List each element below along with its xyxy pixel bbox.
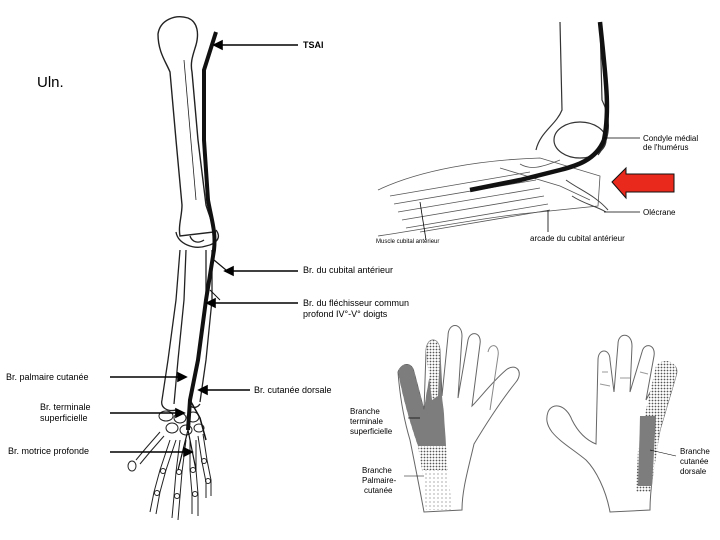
label-branche-palmaire-line2: Palmaire- — [362, 476, 397, 485]
label-branche-dorsale-line2: cutanée — [680, 457, 709, 466]
label-branche-palmaire-line1: Branche — [362, 466, 392, 475]
palm-hand-shading — [398, 340, 452, 510]
label-branche-terminale-line1: Branche — [350, 407, 380, 416]
label-condyle-line1: Condyle médial — [643, 134, 699, 143]
hand-leader-lines — [404, 417, 677, 477]
label-olecrane: Olécrane — [643, 208, 676, 217]
leader-lines — [110, 39, 298, 458]
label-branche-dorsale-line1: Branche — [680, 447, 710, 456]
dorsal-hand — [546, 334, 678, 513]
humerus-bone — [157, 16, 215, 237]
label-arcade: arcade du cubital antérieur — [530, 234, 625, 243]
label-br-motrice-profonde: Br. motrice profonde — [8, 446, 90, 456]
forearm-muscle — [377, 157, 601, 237]
dorsal-hand-shading — [636, 361, 677, 492]
label-muscle: Muscle cubital antérieur — [376, 239, 440, 245]
elbow-joint — [175, 229, 220, 248]
label-branche-terminale-line2: terminale — [350, 417, 383, 426]
label-br-cutanee-dorsale: Br. cutanée dorsale — [254, 385, 332, 395]
label-branche-dorsale-line3: dorsale — [680, 467, 707, 476]
label-br-flechisseur-line1: Br. du fléchisseur commun — [303, 298, 410, 308]
label-condyle-line2: de l'humérus — [643, 143, 689, 152]
elbow-leader-lines — [419, 137, 640, 241]
ulnar-nerve — [177, 31, 227, 471]
label-br-terminale-line2: superficielle — [40, 413, 88, 423]
elbow-nerve — [469, 21, 610, 193]
slide-title: Uln. — [37, 74, 64, 91]
label-tsai: TSAI — [303, 40, 324, 50]
red-arrow — [611, 166, 675, 200]
label-br-cubital-anterieur: Br. du cubital antérieur — [303, 265, 394, 275]
label-br-flechisseur-line2: profond IV°-V° doigts — [303, 309, 388, 319]
label-br-terminale-line1: Br. terminale — [40, 402, 91, 412]
olecranon — [565, 179, 609, 213]
label-branche-palmaire-line3: cutanée — [364, 486, 393, 495]
hand-bones — [127, 431, 212, 521]
label-br-palmaire-cutanee: Br. palmaire cutanée — [6, 372, 89, 382]
label-branche-terminale-line3: superficielle — [350, 427, 393, 436]
